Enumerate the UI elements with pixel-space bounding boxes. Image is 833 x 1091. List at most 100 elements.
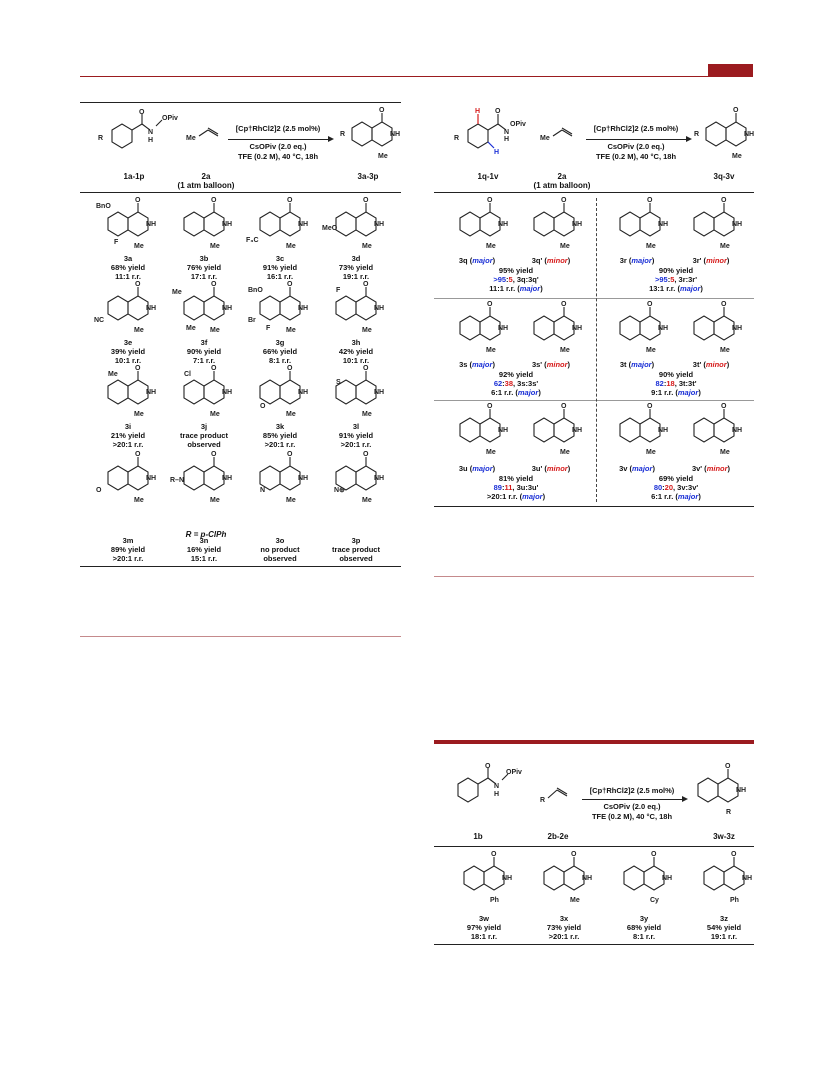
svg-text:Me: Me — [210, 243, 220, 250]
major-tag: major — [472, 256, 493, 265]
ratio-major: 80 — [653, 483, 663, 492]
product-ratio: 18:1 r.r. — [470, 932, 498, 941]
svg-text:Me: Me — [646, 449, 656, 456]
product-yield: trace product — [332, 545, 380, 554]
product-yield: 97% yield — [466, 923, 502, 932]
rr-tag: major — [517, 388, 539, 397]
svg-text:O: O — [487, 197, 493, 204]
svg-text:NH: NH — [222, 305, 232, 312]
minor-tag: minor — [706, 464, 728, 473]
group-yield: 92% yield — [498, 370, 534, 379]
minor-product-label: 3t' (minor) — [692, 360, 730, 369]
rr-value: >20:1 r.r. — [486, 492, 518, 501]
ratio-minor: 11 — [504, 483, 513, 492]
product-yield: 90% yield — [186, 347, 222, 356]
svg-text:NH: NH — [582, 875, 592, 882]
svg-text:Br: Br — [248, 317, 256, 324]
svg-text:Me: Me — [172, 289, 182, 296]
table2-bottom-rule — [434, 506, 754, 507]
svg-text:MeO: MeO — [322, 225, 338, 232]
group-rr: >20:1 r.r. (major) — [486, 492, 546, 501]
svg-text:NH: NH — [390, 131, 400, 138]
rr-tag: major — [677, 388, 699, 397]
svg-text:Me: Me — [720, 347, 730, 354]
svg-text:Me: Me — [560, 347, 570, 354]
major-id: 3u — [458, 464, 468, 473]
product-id: 3j — [200, 422, 208, 431]
svg-text:O: O — [363, 197, 369, 204]
minor-tag: minor — [546, 464, 568, 473]
minor-product-label: 3v' (minor) — [691, 464, 731, 473]
product-id: 3d — [351, 254, 361, 263]
svg-text:OPiv: OPiv — [162, 115, 178, 122]
minor-id: 3s' — [531, 360, 543, 369]
svg-text:O: O — [721, 403, 727, 410]
svg-text:O: O — [287, 451, 293, 458]
svg-text:Me: Me — [286, 497, 296, 504]
table2-row-rule-2 — [434, 400, 754, 401]
product-yield: 68% yield — [110, 263, 146, 272]
product-id: 3m — [122, 536, 134, 545]
scheme3-reagent-label: 2b-2e — [547, 832, 569, 841]
scheme2-reagent-label: 2a — [557, 172, 567, 181]
svg-text:Me: Me — [486, 347, 496, 354]
svg-text:Me: Me — [134, 497, 144, 504]
svg-text:Me: Me — [210, 411, 220, 418]
ratio-major: 62 — [493, 379, 503, 388]
svg-text:O: O — [135, 365, 141, 372]
scheme1-propene-structure: Me — [186, 127, 219, 142]
group-ratio: 80:20, 3v:3v' — [653, 483, 699, 492]
svg-text:O: O — [721, 197, 727, 204]
group-ratio: 89:11, 3u:3u' — [493, 483, 539, 492]
svg-text:Me: Me — [560, 449, 570, 456]
svg-text:Me: Me — [286, 411, 296, 418]
rr-tag: major — [677, 492, 699, 501]
major-product-label: 3r (major) — [619, 256, 655, 265]
svg-text:NH: NH — [742, 875, 752, 882]
group-ratio: 82:18, 3t:3t' — [655, 379, 697, 388]
svg-text:NH: NH — [572, 427, 582, 434]
svg-text:Me: Me — [134, 243, 144, 250]
svg-text:O: O — [721, 301, 727, 308]
svg-text:O: O — [487, 403, 493, 410]
major-id: 3q — [458, 256, 468, 265]
major-product-label: 3q (major) — [458, 256, 496, 265]
product-ratio: 10:1 r.r. — [342, 356, 370, 365]
major-tag: major — [632, 464, 653, 473]
product-id: 3w — [478, 914, 489, 923]
scheme2-product-label: 3q-3v — [713, 172, 735, 181]
right-divider — [434, 576, 754, 577]
product-yield: 54% yield — [706, 923, 742, 932]
ratio-tail: , 3t:3t' — [674, 379, 697, 388]
product-id: 3e — [123, 338, 133, 347]
scheme1-condition-solvent: TFE (0.2 M), 40 °C, 18h — [237, 152, 319, 161]
svg-text:F: F — [114, 239, 119, 246]
rr-tag: major — [522, 492, 543, 501]
product-ratio: >20:1 r.r. — [112, 440, 144, 449]
svg-text:O: O — [287, 197, 293, 204]
minor-id: 3q' — [531, 256, 543, 265]
minor-id: 3v' — [691, 464, 703, 473]
svg-text:NH: NH — [662, 875, 672, 882]
left-divider — [80, 636, 401, 637]
product-ratio: 8:1 r.r. — [632, 932, 656, 941]
product-yield: 73% yield — [546, 923, 582, 932]
svg-text:N: N — [148, 129, 153, 136]
svg-text:NH: NH — [658, 325, 668, 332]
ratio-major: >95 — [654, 275, 668, 284]
rr-value: 9:1 r.r. — [651, 388, 674, 397]
svg-text:NH: NH — [222, 221, 232, 228]
